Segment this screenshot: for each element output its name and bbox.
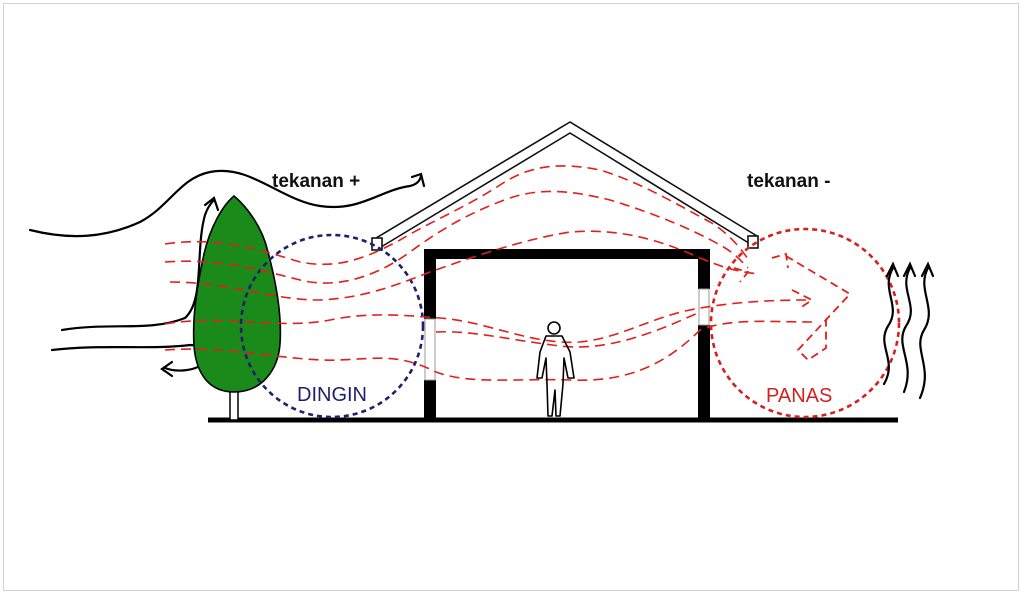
- house-right-wall-lower: [698, 325, 710, 422]
- outflow-arrows: [733, 252, 852, 362]
- wind-arrow-icon: [203, 196, 220, 212]
- tree-icon: [192, 194, 282, 421]
- heat-wave-icon: [920, 261, 935, 278]
- window-openings: [424, 288, 710, 381]
- house-ceiling-beam: [424, 249, 710, 259]
- heat-wave-icon: [901, 266, 912, 394]
- house-structure: [424, 249, 710, 422]
- person-icon: [536, 321, 575, 417]
- pressure-negative-label: tekanan -: [747, 171, 830, 192]
- wind-line-top: [28, 169, 423, 238]
- outflow-arrow-icon: [733, 267, 750, 283]
- airflow-line: [164, 299, 809, 344]
- heat-wave-icon: [918, 266, 930, 400]
- person-head: [547, 321, 561, 335]
- house-right-wall-upper: [698, 249, 710, 289]
- diagram-frame: [3, 3, 1019, 591]
- outflow-arrow-icon: [791, 289, 814, 309]
- airflow-line: [435, 311, 701, 348]
- curved-arrow-icon: [160, 360, 174, 378]
- airflow-lines: [164, 165, 813, 382]
- wind-line-mid: [60, 198, 216, 332]
- pressure-positive-label: tekanan +: [272, 171, 360, 192]
- heat-waves: [882, 261, 935, 400]
- cool-zone-circle: [239, 233, 425, 419]
- cool-zone-label: DINGIN: [297, 384, 367, 406]
- roof: [371, 121, 759, 251]
- airflow-line: [164, 165, 751, 266]
- airflow-line: [164, 190, 749, 284]
- house-left-wall-lower: [424, 380, 436, 422]
- house-left-wall-upper: [424, 249, 436, 319]
- wind-arrow-icon: [410, 172, 426, 188]
- left-window-opening: [424, 318, 436, 381]
- heat-wave-icon: [902, 261, 917, 278]
- hot-zone-label: PANAS: [766, 385, 832, 407]
- outflow-arrow-icon: [785, 255, 852, 362]
- person-body: [536, 335, 575, 417]
- hot-zone-circle: [709, 227, 901, 419]
- heat-wave-icon: [882, 266, 895, 386]
- outflow-arrow-icon: [771, 252, 789, 269]
- airflow-line: [169, 230, 761, 301]
- heat-wave-icon: [885, 261, 900, 278]
